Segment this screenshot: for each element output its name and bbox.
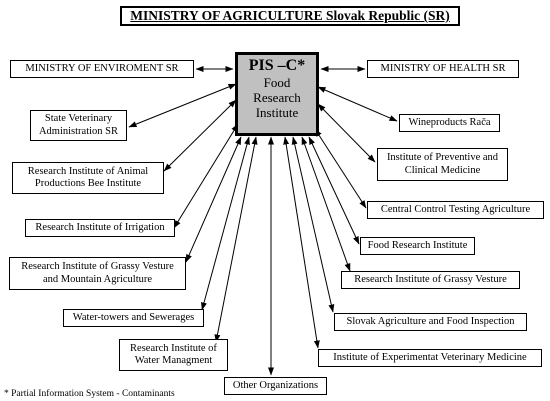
node-research-institute-irrigation: Research Institute of Irrigation (25, 219, 175, 237)
node-ministry-of-environment: MINISTRY OF ENVIROMENT SR (10, 60, 194, 78)
node-label-line2: Clinical Medicine (404, 164, 481, 176)
center-node-line-research: Research (253, 90, 301, 105)
node-label-line2: Water Managment (134, 355, 213, 366)
connector-state-vet (128, 83, 237, 128)
connector-water-towers (201, 136, 250, 311)
node-other-organizations: Other Organizations (224, 377, 327, 395)
node-wineproducts-raca: Wineproducts Rača (399, 114, 500, 132)
node-label: Other Organizations (232, 379, 319, 391)
center-node-line-institute: Institute (255, 105, 299, 120)
node-state-veterinary-administration: State Veterinary Administration SR (30, 110, 127, 141)
connector-water-mgmt (214, 136, 258, 343)
connector-grassy (301, 136, 351, 272)
connector-grassy-mtn (185, 136, 242, 263)
connector-fri (308, 136, 360, 245)
node-central-control-testing-agriculture: Central Control Testing Agriculture (367, 201, 544, 219)
node-ministry-of-health: MINISTRY OF HEALTH SR (367, 60, 519, 78)
node-label: MINISTRY OF HEALTH SR (380, 62, 506, 74)
node-label-line2: Administration SR (38, 125, 119, 137)
node-institute-preventive-clinical-medicine: Institute of Preventive and Clinical Med… (377, 148, 508, 181)
node-label: MINISTRY OF ENVIROMENT SR (25, 62, 179, 74)
node-label-line2: and Mountain Agriculture (42, 273, 153, 285)
node-label: Central Control Testing Agriculture (380, 203, 531, 215)
node-label-line1: Research Institute of (130, 342, 217, 354)
node-label: Food Research Institute (367, 239, 468, 251)
node-slovak-agriculture-food-inspection: Slovak Agriculture and Food Inspection (334, 313, 527, 331)
connector-ipcm (317, 103, 376, 163)
node-label: Research Institute of Irrigation (35, 221, 165, 233)
node-label-line2: Productions Bee Institute (34, 178, 142, 189)
connector-cct (314, 128, 367, 209)
node-label: Water-towers and Sewerages (72, 311, 195, 323)
node-research-institute-grassy-vesture-mountain-agriculture: Research Institute of Grassy Vesture and… (9, 257, 186, 290)
node-label: Institute of Experimentat Veterinary Med… (333, 351, 527, 363)
node-research-institute-grassy-vesture: Research Institute of Grassy Vesture (341, 271, 520, 289)
center-node-pis-c: PIS –C* Food Research Institute (235, 52, 319, 136)
footnote: * Partial Information System - Contamina… (4, 389, 175, 399)
node-food-research-institute: Food Research Institute (360, 237, 475, 255)
node-water-towers-sewerages: Water-towers and Sewerages (63, 309, 204, 327)
node-label: Research Institute of Grassy Vesture (354, 273, 507, 285)
node-research-institute-water-management: Research Institute of Water Managment (119, 339, 228, 371)
node-label: Wineproducts Rača (408, 116, 491, 128)
node-label-line1: Research Institute of Animal (27, 165, 149, 177)
diagram-title: MINISTRY OF AGRICULTURE Slovak Republic … (120, 6, 460, 26)
node-label-line1: Institute of Preventive and (386, 152, 499, 163)
node-label: Slovak Agriculture and Food Inspection (346, 315, 515, 327)
connector-iexp-vet (283, 136, 320, 349)
node-institute-experimental-veterinary-medicine: Institute of Experimentat Veterinary Med… (318, 349, 542, 367)
center-node-line-food: Food (263, 75, 291, 90)
node-label-line1: State Veterinary (44, 113, 113, 124)
node-research-institute-animal-productions: Research Institute of Animal Productions… (12, 162, 164, 194)
node-label-line1: Research Institute of Grassy Vesture (21, 261, 174, 272)
connector-ria-bee (163, 99, 237, 172)
center-node-title: PIS –C* (248, 57, 306, 74)
